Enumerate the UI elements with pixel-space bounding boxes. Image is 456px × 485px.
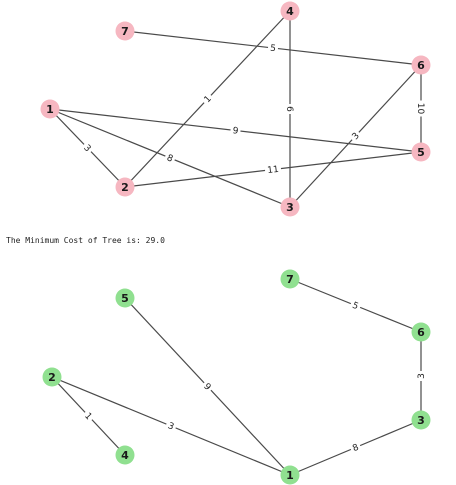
edge-weight-label: 9 [232, 126, 239, 137]
edge-weight-label: 3 [417, 373, 427, 379]
node-5 [115, 288, 135, 308]
edge-weight-label: 1 [203, 94, 214, 105]
node-label-4: 4 [121, 449, 129, 462]
edge-weight-label: 3 [81, 143, 92, 154]
node-label-2: 2 [48, 371, 56, 384]
edge-weight-label: 6 [284, 106, 294, 112]
node-3 [280, 197, 300, 217]
node-7 [115, 21, 135, 41]
edge-weight-label: 3 [351, 131, 362, 142]
node-label-1: 1 [286, 469, 294, 482]
node-label-2: 2 [121, 181, 129, 194]
minimum-cost-text: The Minimum Cost of Tree is: 29.0 [6, 236, 165, 245]
edge-weight-label: 8 [165, 153, 174, 165]
node-label-5: 5 [417, 146, 425, 159]
node-6 [411, 322, 431, 342]
node-1 [40, 99, 60, 119]
node-5 [411, 142, 431, 162]
edge-weight-label: 5 [269, 44, 276, 55]
node-label-1: 1 [46, 103, 54, 116]
edge-weight-label: 1 [82, 411, 93, 422]
node-label-4: 4 [286, 5, 294, 18]
edge-weight-label: 10 [415, 103, 425, 115]
node-label-7: 7 [121, 25, 129, 38]
node-label-6: 6 [417, 59, 425, 72]
edge-weight-label: 9 [201, 382, 212, 393]
node-label-3: 3 [417, 414, 425, 427]
edge-weight-label: 3 [166, 421, 175, 432]
node-2 [115, 177, 135, 197]
node-3 [411, 410, 431, 430]
edge-weight-label: 5 [351, 301, 360, 312]
node-6 [411, 55, 431, 75]
node-label-5: 5 [121, 292, 129, 305]
node-label-3: 3 [286, 201, 294, 214]
minimum-spanning-tree-graph: 1 3 9 8 3 5 1 2 3 4 5 6 7 [42, 269, 431, 485]
node-7 [280, 269, 300, 289]
node-label-6: 6 [417, 326, 425, 339]
edge-weight-label: 8 [351, 443, 360, 455]
node-2 [42, 367, 62, 387]
node-label-7: 7 [286, 273, 294, 286]
node-4 [115, 445, 135, 465]
edge-weight-label: 11 [267, 165, 280, 176]
node-4 [280, 1, 300, 21]
node-1 [280, 465, 300, 485]
